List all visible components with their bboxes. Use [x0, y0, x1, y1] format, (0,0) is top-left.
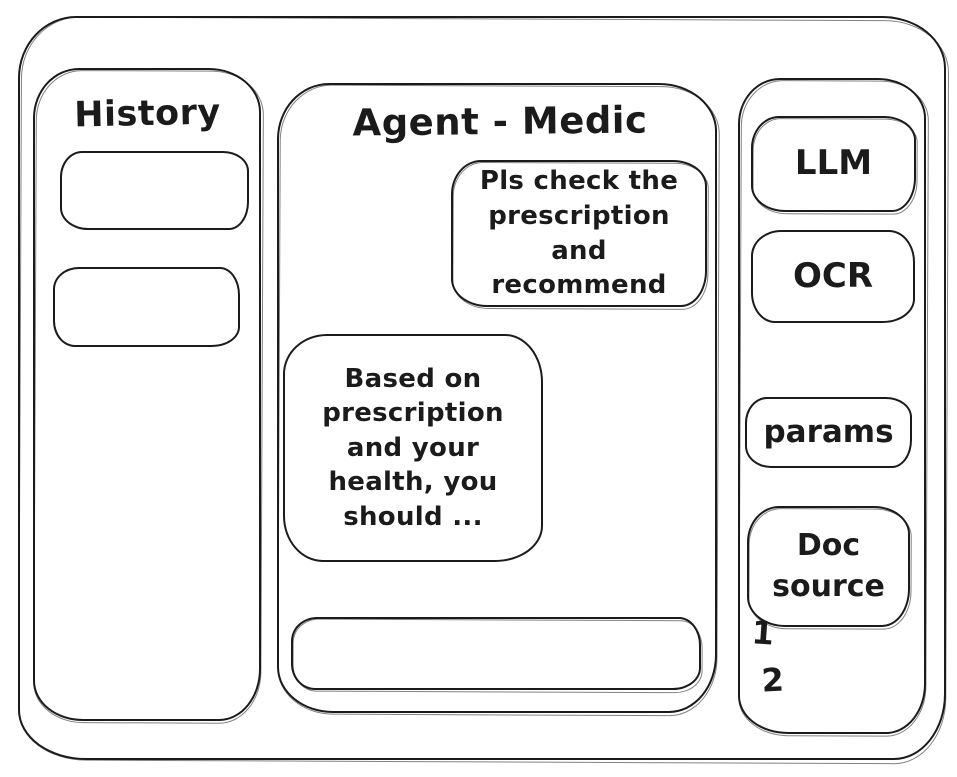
history-item[interactable]	[53, 267, 240, 347]
llm-box[interactable]: LLM	[751, 116, 916, 212]
assistant-message-bubble: Based on prescription and your health, y…	[283, 334, 543, 562]
user-message-bubble: Pls check the prescription and recommend	[451, 160, 707, 307]
history-item[interactable]	[60, 151, 249, 230]
doc-source-item-2[interactable]: 2	[760, 660, 786, 700]
chat-input[interactable]	[291, 617, 701, 690]
doc-source-item-1[interactable]: 1	[750, 613, 776, 653]
params-box-label: params	[763, 413, 894, 450]
llm-box-label: LLM	[794, 143, 873, 184]
assistant-message-text: Based on prescription and your health, y…	[322, 363, 504, 532]
user-message-text: Pls check the prescription and recommend	[479, 166, 679, 301]
ocr-box[interactable]: OCR	[751, 230, 915, 323]
chat-title: Agent - Medic	[352, 98, 648, 145]
params-box[interactable]: params	[745, 397, 912, 468]
doc-source-box-label: Doc source	[772, 528, 885, 604]
history-title: History	[73, 92, 222, 136]
doc-source-box[interactable]: Doc source	[747, 506, 910, 627]
ocr-box-label: OCR	[792, 255, 874, 296]
